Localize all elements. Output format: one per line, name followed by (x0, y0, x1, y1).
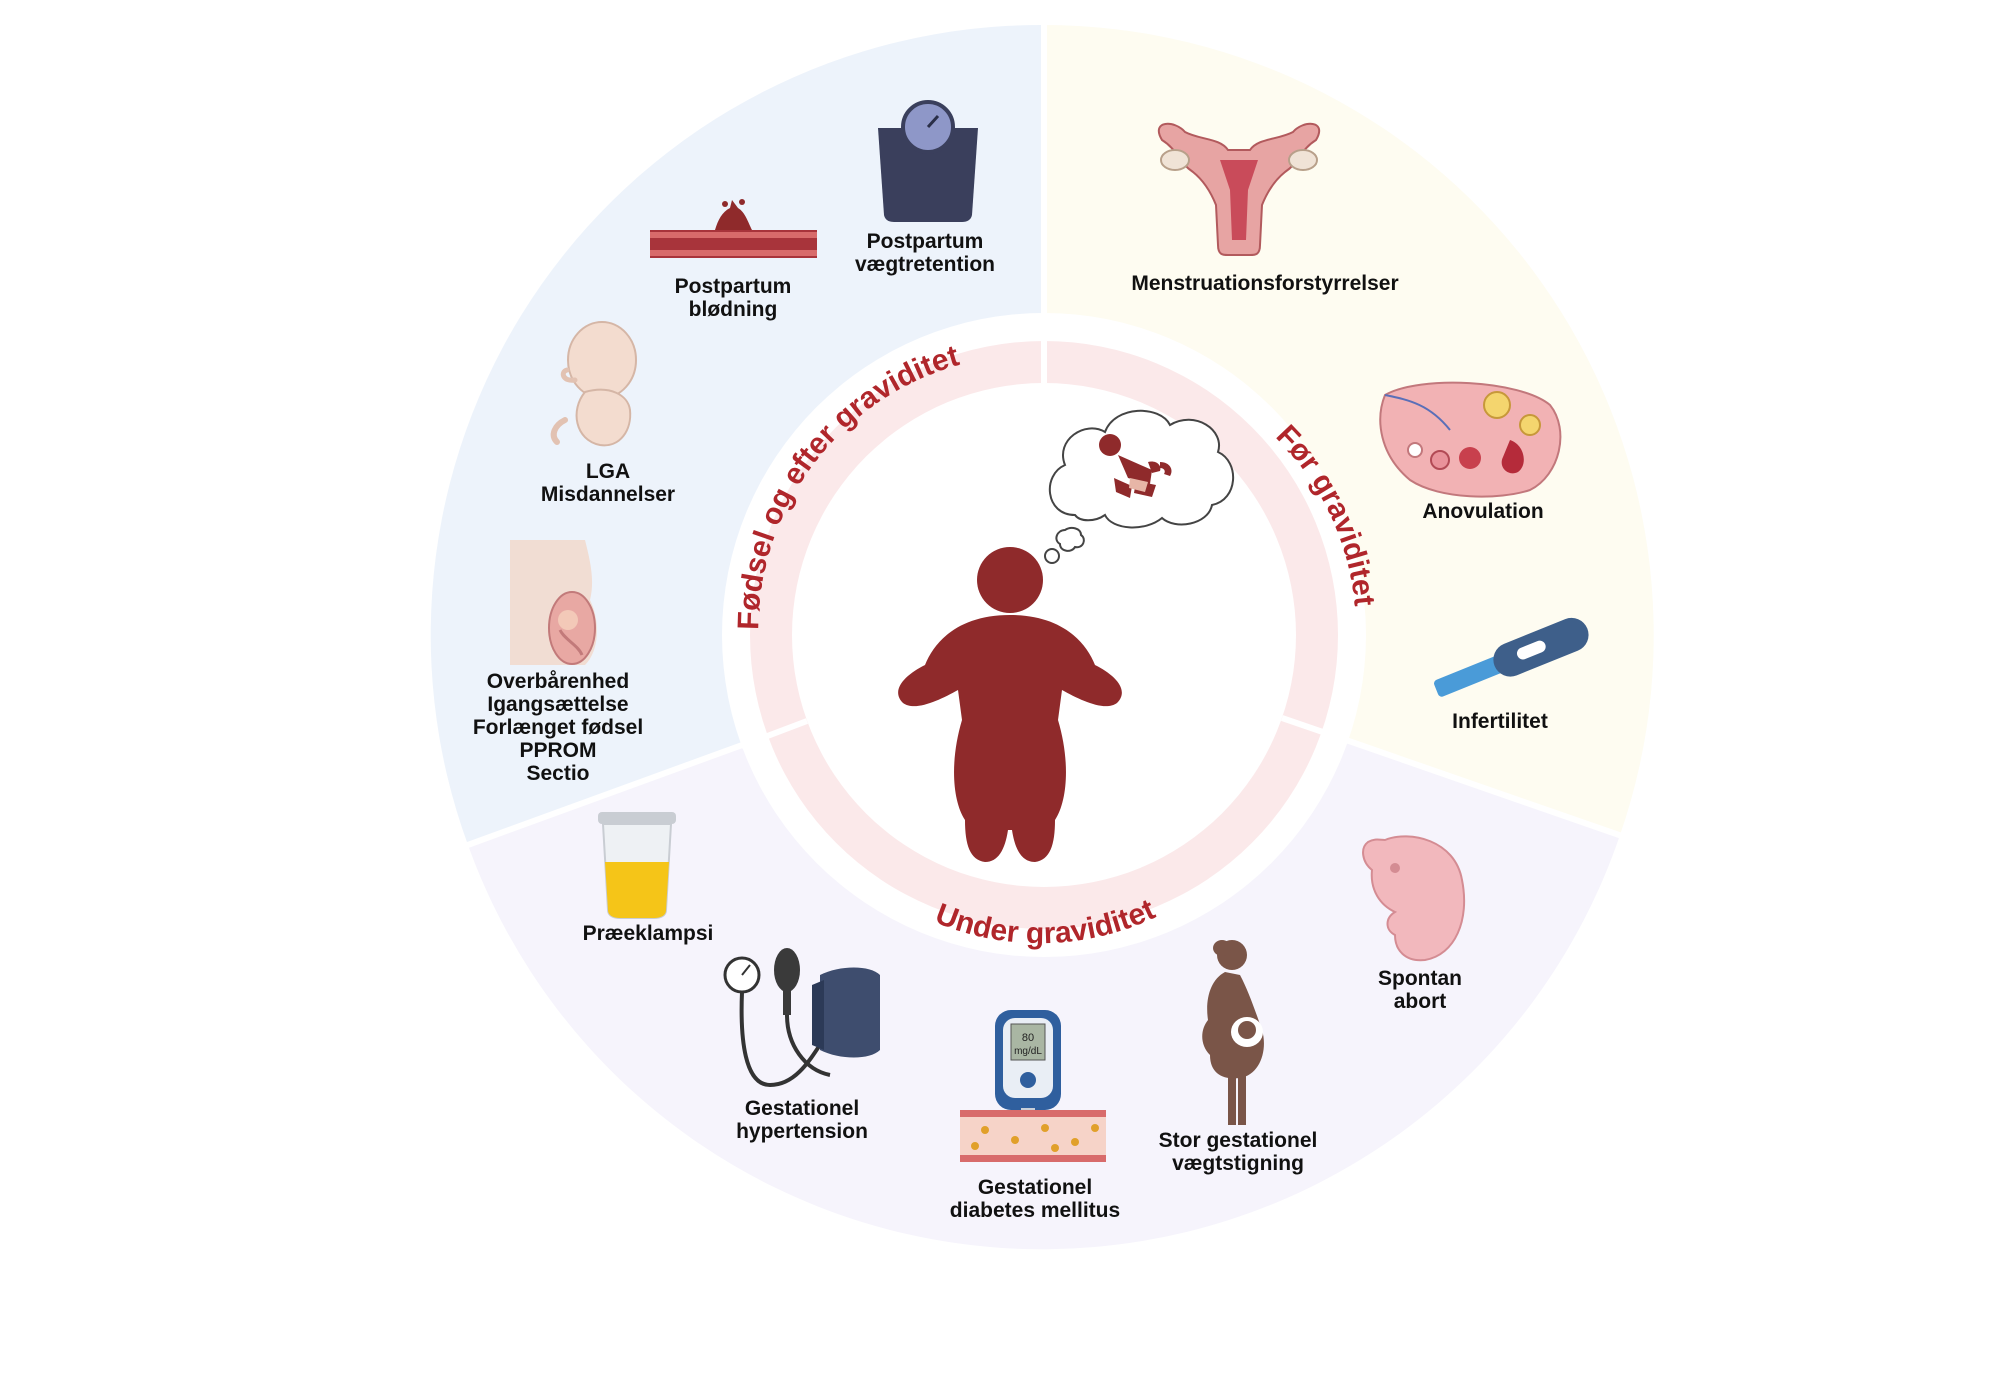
uterus-icon (1158, 122, 1320, 256)
ovary-icon (1379, 381, 1562, 498)
glucose-meter-icon: 80 mg/dL (960, 1010, 1106, 1162)
obese-person-icon (898, 547, 1122, 862)
embryo-icon (1362, 835, 1466, 962)
baby-thought-bubble-icon (1044, 409, 1234, 564)
labels: Menstruationsforstyrrelser Anovulation I… (473, 230, 1548, 1222)
pregnant-woman-icon (1202, 940, 1264, 1125)
bleeding-vessel-icon (650, 199, 817, 258)
urine-cup-icon (598, 812, 676, 919)
label-during-5: Præeklampsi (583, 922, 714, 945)
label-before-1: Menstruationsforstyrrelser (1131, 272, 1398, 295)
svg-text:mg/dL: mg/dL (1014, 1046, 1042, 1057)
pregnancy-test-icon (1434, 617, 1589, 697)
weight-scale-icon (878, 100, 978, 222)
label-before-3: Infertilitet (1452, 710, 1548, 733)
svg-text:80: 80 (1022, 1032, 1034, 1044)
label-before-2: Anovulation (1422, 500, 1543, 523)
blood-pressure-cuff-icon (723, 948, 880, 1088)
pregnant-belly-icon (510, 540, 597, 665)
fetus-icon (550, 321, 637, 447)
